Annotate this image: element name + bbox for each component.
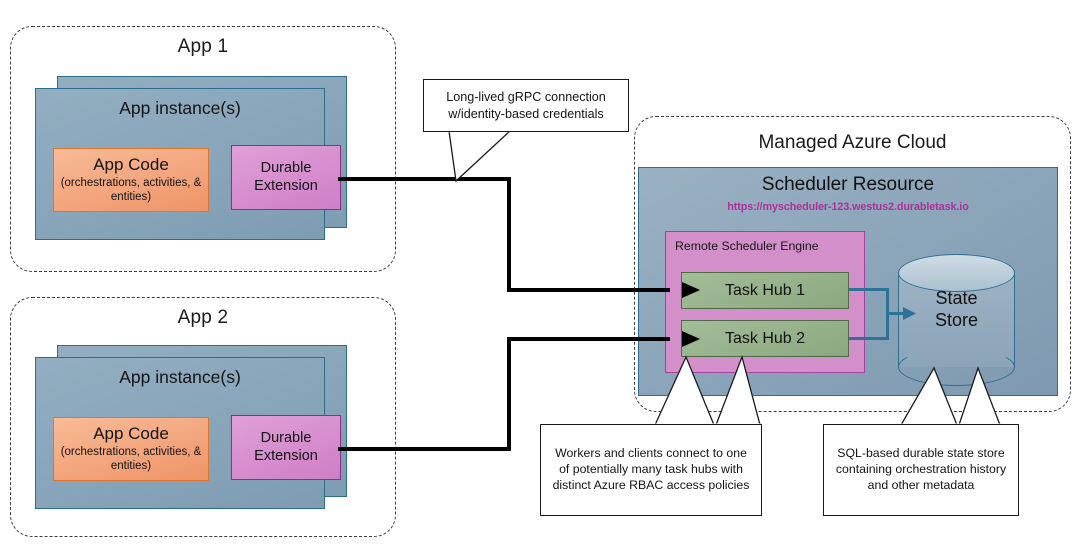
connector-app2-segment-v (507, 337, 511, 451)
state-store-top-ellipse (898, 254, 1015, 292)
app-2-app-code[interactable]: App Code (orchestrations, activities, & … (53, 417, 209, 481)
app-2-boundary (10, 297, 396, 537)
app-2-instance-label: App instance(s) (119, 367, 241, 387)
callout-grpc-pointer (448, 130, 512, 183)
app-1-durable-extension-label: Durable Extension (254, 159, 318, 194)
app-1-title: App 1 (177, 36, 229, 57)
app-2-durable-extension[interactable]: Durable Extension (231, 415, 341, 480)
connector-app2-segment-h1 (338, 447, 511, 451)
connector-app2-segment-h2 (507, 337, 670, 341)
app-1-app-code[interactable]: App Code (orchestrations, activities, & … (53, 148, 209, 212)
callout-state-store[interactable]: SQL-based durable state store containing… (823, 424, 1019, 516)
hub2-to-store-segment (849, 337, 889, 340)
scheduler-resource-title: Scheduler Resource (761, 174, 935, 195)
app-1-boundary (10, 26, 396, 272)
callout-grpc[interactable]: Long-lived gRPC connection w/identity-ba… (423, 79, 629, 132)
connector-app1-segment-h2 (507, 288, 670, 292)
connector-app1-segment-h1 (338, 177, 511, 181)
app-2-title: App 2 (177, 307, 229, 328)
callout-task-hubs[interactable]: Workers and clients connect to one of po… (540, 424, 762, 516)
store-inbound-segment (886, 312, 910, 315)
callout-grpc-text: Long-lived gRPC connection w/identity-ba… (446, 90, 606, 121)
state-store-label-line1: State (935, 288, 978, 308)
app-2-durable-extension-label: Durable Extension (254, 429, 318, 464)
callout-state-store-text: SQL-based durable state store containing… (835, 446, 1007, 492)
task-hub-1[interactable]: Task Hub 1 (681, 272, 849, 309)
remote-scheduler-engine-label: Remote Scheduler Engine (675, 239, 819, 253)
managed-cloud-title: Managed Azure Cloud (758, 132, 947, 153)
state-store-label: State Store (898, 288, 1015, 332)
callout-task-hubs-text: Workers and clients connect to one of po… (552, 446, 750, 492)
task-hub-2-label: Task Hub 2 (724, 329, 806, 347)
app-1-durable-extension[interactable]: Durable Extension (231, 145, 341, 210)
task-hub-2[interactable]: Task Hub 2 (681, 320, 849, 357)
managed-cloud-boundary (634, 116, 1071, 412)
task-hub-1-label: Task Hub 1 (724, 281, 806, 299)
app-2-app-code-title: App Code (93, 424, 169, 444)
app-1-instance-label: App instance(s) (119, 98, 241, 118)
connector-app1-segment-v (507, 177, 511, 291)
state-store-bottom-ellipse (898, 348, 1015, 386)
app-1-app-code-title: App Code (93, 155, 169, 175)
app-1-app-code-subtitle: (orchestrations, activities, & entities) (60, 177, 202, 204)
scheduler-resource-url: https://myscheduler-123.westus2.durablet… (727, 201, 969, 213)
state-store-label-line2: Store (934, 309, 979, 330)
app-2-app-code-subtitle: (orchestrations, activities, & entities) (60, 446, 202, 473)
hub1-to-store-segment (849, 288, 889, 291)
